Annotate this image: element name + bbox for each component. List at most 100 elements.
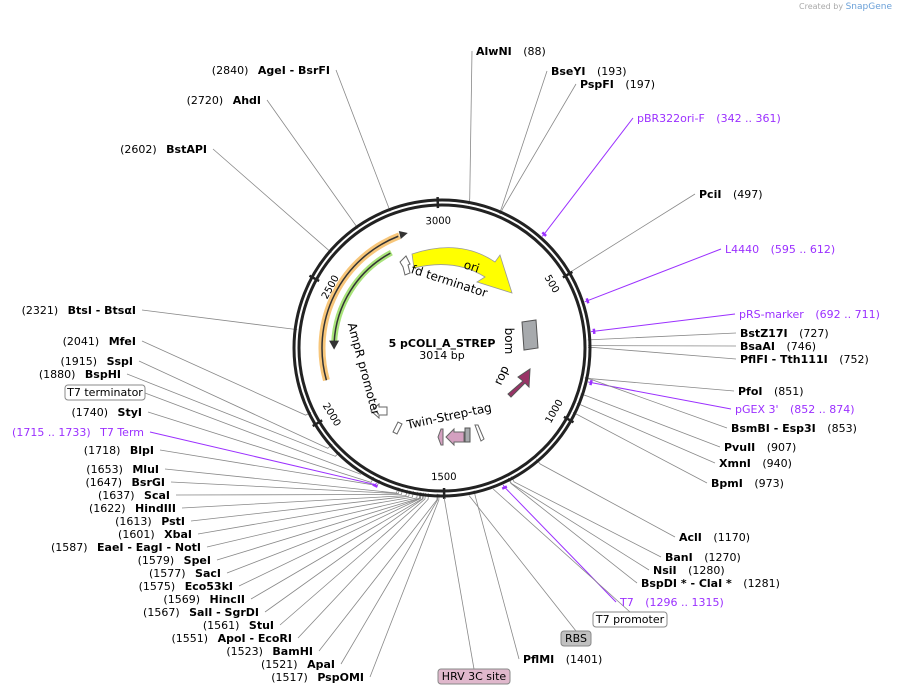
site-label[interactable]: pBR322ori-F (342 .. 361) bbox=[637, 112, 781, 125]
site-name: AlwNI bbox=[476, 45, 512, 58]
site-label[interactable]: PflFI - Tth111I (752) bbox=[740, 353, 869, 366]
site-position: (940) bbox=[759, 457, 792, 470]
site-label[interactable]: (1587) EaeI - EagI - NotI bbox=[51, 541, 201, 554]
site-position: (1170) bbox=[710, 531, 750, 544]
site-position: (1521) bbox=[261, 658, 301, 671]
site-leader-line bbox=[587, 332, 737, 341]
tick-label: 2000 bbox=[320, 401, 343, 428]
site-name: SspI bbox=[107, 355, 133, 368]
site-label[interactable]: pRS-marker (692 .. 711) bbox=[739, 308, 880, 321]
feature-box[interactable] bbox=[560, 630, 592, 647]
site-label[interactable]: (1740) StyI bbox=[71, 406, 142, 419]
site-label[interactable]: (1579) SpeI bbox=[138, 554, 211, 567]
site-name: BseYI bbox=[551, 65, 585, 78]
site-name: PfoI bbox=[738, 385, 763, 398]
site-label[interactable]: AlwNI (88) bbox=[476, 45, 546, 58]
site-label[interactable]: (1569) HincII bbox=[163, 593, 245, 606]
bom-feature[interactable] bbox=[521, 319, 539, 351]
ampr-inner-arrow-outline[interactable] bbox=[331, 249, 393, 344]
site-label[interactable]: (1575) Eco53kI bbox=[139, 580, 233, 593]
site-label[interactable]: (1915) SspI bbox=[60, 355, 133, 368]
site-label[interactable]: PvuII (907) bbox=[724, 441, 796, 454]
site-label[interactable]: (2840) AgeI - BsrFI bbox=[212, 64, 330, 77]
site-position: (1718) bbox=[84, 444, 124, 457]
site-label[interactable]: (1561) StuI bbox=[203, 619, 274, 632]
fd-terminator-arrow[interactable] bbox=[399, 255, 411, 276]
hrv-3c-site-feature[interactable] bbox=[437, 428, 444, 446]
site-label[interactable]: PflMI (1401) bbox=[523, 653, 602, 666]
site-label[interactable]: (2720) AhdI bbox=[187, 94, 261, 107]
site-label[interactable]: (1601) XbaI bbox=[118, 528, 192, 541]
primer-mark bbox=[541, 231, 547, 237]
site-name: AgeI - BsrFI bbox=[258, 64, 330, 77]
plasmid-name: 5 pCOLI_A_STREP bbox=[389, 337, 496, 350]
ampr-inner-arrow[interactable] bbox=[333, 252, 391, 343]
site-name: PciI bbox=[699, 188, 721, 201]
rbs-feature[interactable] bbox=[464, 427, 471, 443]
site-leader-line bbox=[212, 148, 332, 253]
site-label[interactable]: (1637) ScaI bbox=[98, 489, 170, 502]
site-label[interactable]: (1647) BsrGI bbox=[85, 476, 165, 489]
site-label[interactable]: BpmI (973) bbox=[711, 477, 784, 490]
site-labels: AlwNI (88) BseYI (193)PspFI (197) pBR322or… bbox=[12, 45, 880, 684]
site-label[interactable]: T7 (1296 .. 1315) bbox=[619, 596, 724, 609]
site-leader-line bbox=[369, 493, 440, 678]
site-label[interactable]: (1622) HindIII bbox=[89, 502, 176, 515]
site-label[interactable]: L4440 (595 .. 612) bbox=[725, 243, 835, 256]
plasmid-length: 3014 bp bbox=[419, 349, 464, 362]
site-label[interactable]: (1577) SacI bbox=[149, 567, 221, 580]
site-label[interactable]: BsmBI - Esp3I (853) bbox=[731, 422, 857, 435]
site-label[interactable]: (1613) PstI bbox=[115, 515, 185, 528]
ampr-promoter-arrow[interactable] bbox=[370, 402, 388, 420]
ampr-arrow[interactable] bbox=[321, 235, 399, 381]
feature-label-ampr-promoter: AmpR promoter bbox=[345, 321, 383, 417]
site-label[interactable]: (1880) BspHI bbox=[39, 368, 121, 381]
site-label[interactable]: PfoI (851) bbox=[738, 385, 804, 398]
site-label[interactable]: (1521) ApaI bbox=[261, 658, 335, 671]
site-label[interactable]: (1551) ApoI - EcoRI bbox=[172, 632, 293, 645]
site-label[interactable]: BstZ17I (727) bbox=[740, 327, 829, 340]
site-label[interactable]: (1523) BamHI bbox=[226, 645, 313, 658]
feature-box[interactable] bbox=[592, 611, 668, 628]
site-leader-line bbox=[473, 490, 520, 660]
site-label[interactable]: (1715 .. 1733) T7 Term bbox=[12, 426, 144, 439]
site-label[interactable]: (2602) BstAPI bbox=[120, 143, 207, 156]
site-label[interactable]: BsaAI (746) bbox=[740, 340, 816, 353]
site-name: NsiI bbox=[653, 564, 677, 577]
credit-brand: SnapGene bbox=[845, 2, 892, 12]
site-position: (752) bbox=[836, 353, 869, 366]
t7-promoter-feature[interactable] bbox=[474, 424, 485, 442]
site-label[interactable]: XmnI (940) bbox=[719, 457, 792, 470]
site-label[interactable]: AclI (1170) bbox=[679, 531, 750, 544]
site-position: (853) bbox=[824, 422, 857, 435]
site-position: (1880) bbox=[39, 368, 79, 381]
site-label[interactable]: PspFI (197) bbox=[580, 78, 655, 91]
site-name: AhdI bbox=[233, 94, 261, 107]
feature-box[interactable] bbox=[64, 384, 146, 401]
site-label[interactable]: PciI (497) bbox=[699, 188, 763, 201]
site-label[interactable]: pGEX 3' (852 .. 874) bbox=[735, 403, 855, 416]
ori-arrow[interactable] bbox=[411, 247, 513, 294]
backbone-outer bbox=[292, 198, 592, 498]
site-label[interactable]: BseYI (193) bbox=[551, 65, 627, 78]
site-name: BstAPI bbox=[166, 143, 207, 156]
site-position: (1579) bbox=[138, 554, 178, 567]
site-name: PspFI bbox=[580, 78, 614, 91]
site-label[interactable]: (1517) PspOMI bbox=[271, 671, 364, 684]
feature-leader-line bbox=[468, 495, 577, 632]
site-label[interactable]: (1567) SalI - SgrDI bbox=[143, 606, 259, 619]
site-label[interactable]: (1653) MluI bbox=[86, 463, 159, 476]
tick-mark bbox=[563, 415, 575, 424]
site-label[interactable]: BspDI * - ClaI * (1281) bbox=[641, 577, 780, 590]
twin-strep-tag-arrow[interactable] bbox=[445, 427, 465, 447]
promoter-small-arrow[interactable] bbox=[392, 421, 403, 435]
site-position: (1569) bbox=[163, 593, 203, 606]
feature-box[interactable] bbox=[437, 668, 511, 685]
site-label[interactable]: (2041) MfeI bbox=[63, 335, 136, 348]
site-name: BspHI bbox=[85, 368, 121, 381]
site-label[interactable]: (1718) BlpI bbox=[84, 444, 154, 457]
rop-arrow[interactable] bbox=[507, 368, 531, 398]
site-label[interactable]: (2321) BtsI - BtsαI bbox=[22, 304, 136, 317]
site-label[interactable]: NsiI (1280) bbox=[653, 564, 725, 577]
site-label[interactable]: BanI (1270) bbox=[665, 551, 741, 564]
